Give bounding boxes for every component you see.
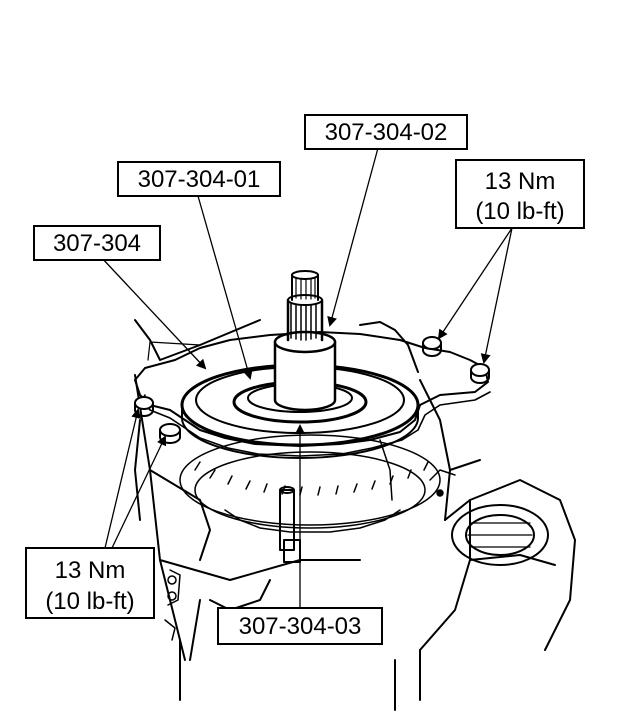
- torque-right-line1: 13 Nm: [485, 168, 556, 195]
- callout-307-304-03-text: 307-304-03: [239, 613, 362, 640]
- callout-307-304-01: 307-304-01: [117, 161, 281, 197]
- callout-307-304-02: 307-304-02: [304, 114, 468, 150]
- bolt-left-front: [134, 396, 154, 417]
- torque-right-line2: (10 lb-ft): [475, 198, 564, 225]
- callout-307-304-01-text: 307-304-01: [138, 166, 261, 193]
- leader-torque-right-a: [437, 227, 513, 340]
- torque-left-line2: (10 lb-ft): [45, 588, 134, 615]
- bolt-left-rear: [159, 423, 181, 444]
- callout-307-304-03: 307-304-03: [217, 607, 383, 645]
- internal-gear-ring: [179, 434, 441, 533]
- bolt-right-front: [422, 336, 442, 357]
- leader-torque-left-a: [104, 408, 142, 549]
- callout-torque-left: 13 Nm (10 lb-ft): [25, 547, 155, 619]
- callout-307-304-02-text: 307-304-02: [325, 119, 448, 146]
- housing-ribs: [379, 439, 456, 501]
- leader-307-304-01: [197, 195, 253, 380]
- bracket-lower-left: [164, 569, 181, 641]
- callout-307-304: 307-304: [33, 225, 161, 261]
- leader-torque-left-b: [111, 435, 167, 549]
- callout-torque-right: 13 Nm (10 lb-ft): [455, 159, 585, 229]
- leader-307-304-02: [327, 147, 379, 327]
- leader-lines: [99, 147, 513, 608]
- torque-left-line1: 13 Nm: [55, 557, 126, 584]
- transmission-case: [134, 319, 576, 711]
- transmission-illustration: [134, 270, 576, 711]
- leader-307-304: [99, 255, 207, 370]
- callout-307-304-text: 307-304: [53, 230, 141, 257]
- leader-torque-right-b: [480, 227, 513, 364]
- shaft-tool: [273, 270, 337, 412]
- bolt-right-rear: [470, 363, 490, 384]
